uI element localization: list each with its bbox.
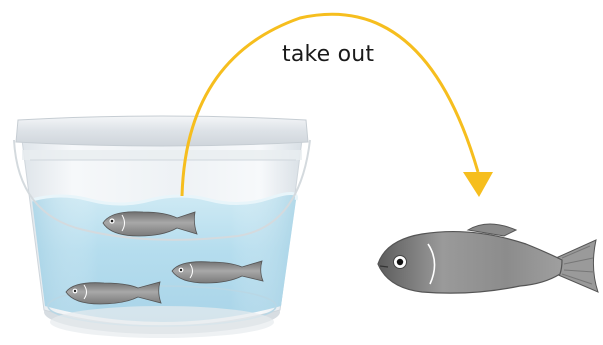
bucket-base xyxy=(50,306,274,338)
water-shading xyxy=(32,193,296,322)
bucket-rim xyxy=(16,116,308,146)
arrow-head xyxy=(463,172,493,197)
bucket-rim-lip xyxy=(22,150,302,160)
fish-taken-out xyxy=(378,224,598,293)
take-out-label: take out xyxy=(282,42,374,67)
